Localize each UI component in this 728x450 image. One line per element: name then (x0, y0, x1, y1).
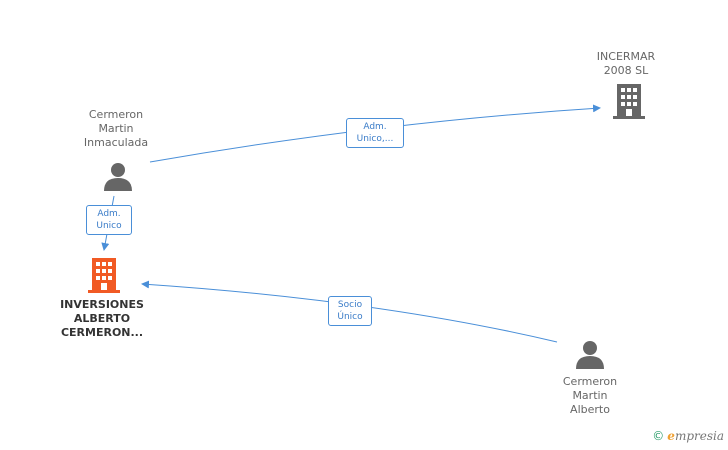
node-label-incermar[interactable]: INCERMAR 2008 SL (586, 50, 666, 78)
edge-label-adm-unico-inversiones[interactable]: Adm. Unico (86, 205, 132, 235)
node-name-line3: CERMERON... (60, 326, 144, 339)
person-icon[interactable] (103, 162, 133, 192)
node-label-inversiones[interactable]: INVERSIONES ALBERTO CERMERON... (50, 298, 154, 340)
node-name-line2: 2008 SL (603, 64, 649, 77)
building-icon[interactable] (88, 258, 120, 294)
brand-name: mpresia (674, 429, 724, 443)
edge-label-line2: Único (337, 312, 363, 322)
edge-label-line1: Adm. (363, 122, 387, 132)
node-name-line2: Martin (98, 122, 134, 135)
empresia-watermark: ©empresia (652, 429, 724, 443)
node-name-line1: Cermeron (88, 108, 144, 121)
node-name-line3: Inmaculada (83, 136, 149, 149)
node-name-line2: Martin (572, 389, 608, 402)
node-name-line3: Alberto (570, 403, 610, 416)
person-icon[interactable] (575, 340, 605, 370)
node-label-cermeron-inmaculada[interactable]: Cermeron Martin Inmaculada (70, 108, 162, 150)
copyright-icon: © (652, 429, 665, 443)
edge-label-line1: Socio (337, 300, 363, 310)
edge-label-line2: Unico (96, 221, 122, 231)
node-name-line1: INCERMAR (596, 50, 656, 63)
edge-label-socio-unico[interactable]: Socio Único (328, 296, 372, 326)
edge-label-line1: Adm. (97, 209, 121, 219)
edge-label-line2: Unico,... (356, 134, 394, 144)
building-icon[interactable] (613, 84, 645, 120)
brand-initial: e (667, 429, 675, 443)
node-name-line2: ALBERTO (73, 312, 131, 325)
node-label-cermeron-alberto[interactable]: Cermeron Martin Alberto (544, 375, 636, 417)
node-name-line1: Cermeron (562, 375, 618, 388)
node-name-line1: INVERSIONES (60, 298, 144, 311)
edge-label-adm-unico-incermar[interactable]: Adm. Unico,... (346, 118, 404, 148)
